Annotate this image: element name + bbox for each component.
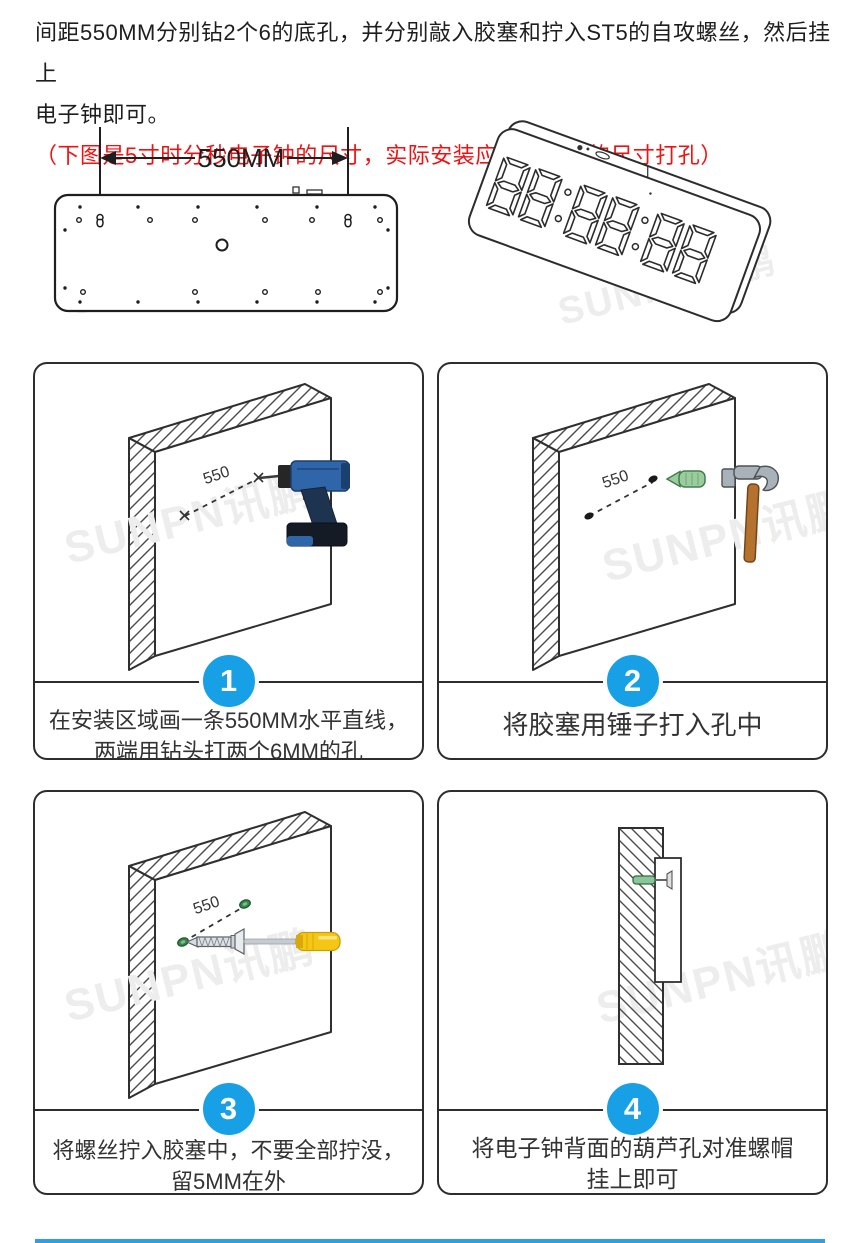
clock-back-panel (53, 193, 399, 313)
step2-illustration: SUNPN讯鹏 550 (532, 383, 826, 671)
seven-segment-digits (485, 155, 718, 286)
panel-screw-dots (63, 205, 390, 304)
colon-dots (554, 188, 649, 251)
back-panel-dimension-diagram: SUNPN讯鹏 550MM (53, 127, 399, 324)
hammer-icon (721, 465, 779, 563)
step-panel-1: SUNPN讯鹏 550 1 在安装区域画一条550MM水平直线， 两端用钻头打两… (33, 362, 424, 760)
panel-holes (76, 216, 384, 295)
step-caption-line: 在安装区域画一条550MM水平直线， (48, 708, 409, 733)
step-caption: 将螺丝拧入胶塞中，不要全部拧没， 留5MM在外 (35, 1135, 422, 1194)
step-caption-line: 留5MM在外 (171, 1169, 286, 1194)
wall-illustration (128, 811, 332, 1099)
drilled-hole-left (584, 512, 594, 520)
step-number-badge: 2 (602, 651, 663, 711)
dimension-label: 550MM (198, 143, 285, 173)
keyhole-right (344, 213, 352, 228)
top-button (292, 186, 300, 194)
step-caption: 将胶塞用锤子打入孔中 (439, 710, 826, 741)
step-caption-line: 挂上即可 (586, 1166, 679, 1192)
section-divider-line (35, 1239, 825, 1243)
marking-line (184, 477, 260, 517)
step-caption-line: 将螺丝拧入胶塞中，不要全部拧没， (52, 1138, 405, 1163)
screwdriver-icon (243, 931, 341, 952)
step1-illustration: SUNPN讯鹏 550 (60, 383, 350, 671)
wall-plug-icon (665, 470, 706, 488)
wall-illustration (128, 383, 332, 671)
marking-line (588, 481, 654, 517)
step-panel-2: SUNPN讯鹏 550 2 将 (437, 362, 828, 760)
center-hole (215, 238, 229, 252)
top-port (306, 189, 323, 195)
step-caption-line: 将胶塞用锤子打入孔中 (502, 710, 763, 740)
plug-in-wall-right (239, 899, 251, 909)
intro-line-1: 间距550MM分别钻2个6的底孔，并分别敲入胶塞和拧入ST5的自攻螺丝，然后挂上 (35, 20, 831, 86)
drilled-hole-right (648, 475, 658, 483)
plug-in-wall-left (177, 937, 189, 947)
step4-illustration: SUNPN讯鹏 (592, 827, 826, 1065)
step-number-badge: 3 (198, 1079, 259, 1139)
step-panel-3: SUNPN讯鹏 550 (33, 790, 424, 1195)
top-buttons (577, 145, 610, 160)
step3-illustration: SUNPN讯鹏 550 (60, 811, 341, 1099)
cross-mark-left (179, 510, 190, 521)
wall-illustration (532, 383, 736, 671)
step-caption-line: 将电子钟背面的葫芦孔对准螺帽 (471, 1135, 794, 1161)
intro-line-2-black: 电子钟即可。 (35, 102, 171, 127)
drill-icon (258, 460, 350, 547)
cross-mark-right (253, 472, 264, 483)
keyhole-left (96, 213, 104, 228)
step-panel-4: SUNPN讯鹏 4 将电子钟背面的葫芦孔对准螺帽 挂上即可 (437, 790, 828, 1195)
step-number-badge: 1 (198, 651, 259, 711)
screw-icon (185, 927, 245, 956)
marking-line (182, 905, 246, 943)
step-number-badge: 4 (602, 1079, 663, 1139)
step-caption-line: 两端用钻头打两个6MM的孔 (94, 739, 363, 760)
clock-3d-drawing: SUNPN讯鹏 (467, 120, 781, 334)
step-caption: 在安装区域画一条550MM水平直线， 两端用钻头打两个6MM的孔 (35, 705, 422, 760)
mounted-screw-icon (632, 870, 673, 890)
step-caption: 将电子钟背面的葫芦孔对准螺帽 挂上即可 (439, 1133, 826, 1193)
